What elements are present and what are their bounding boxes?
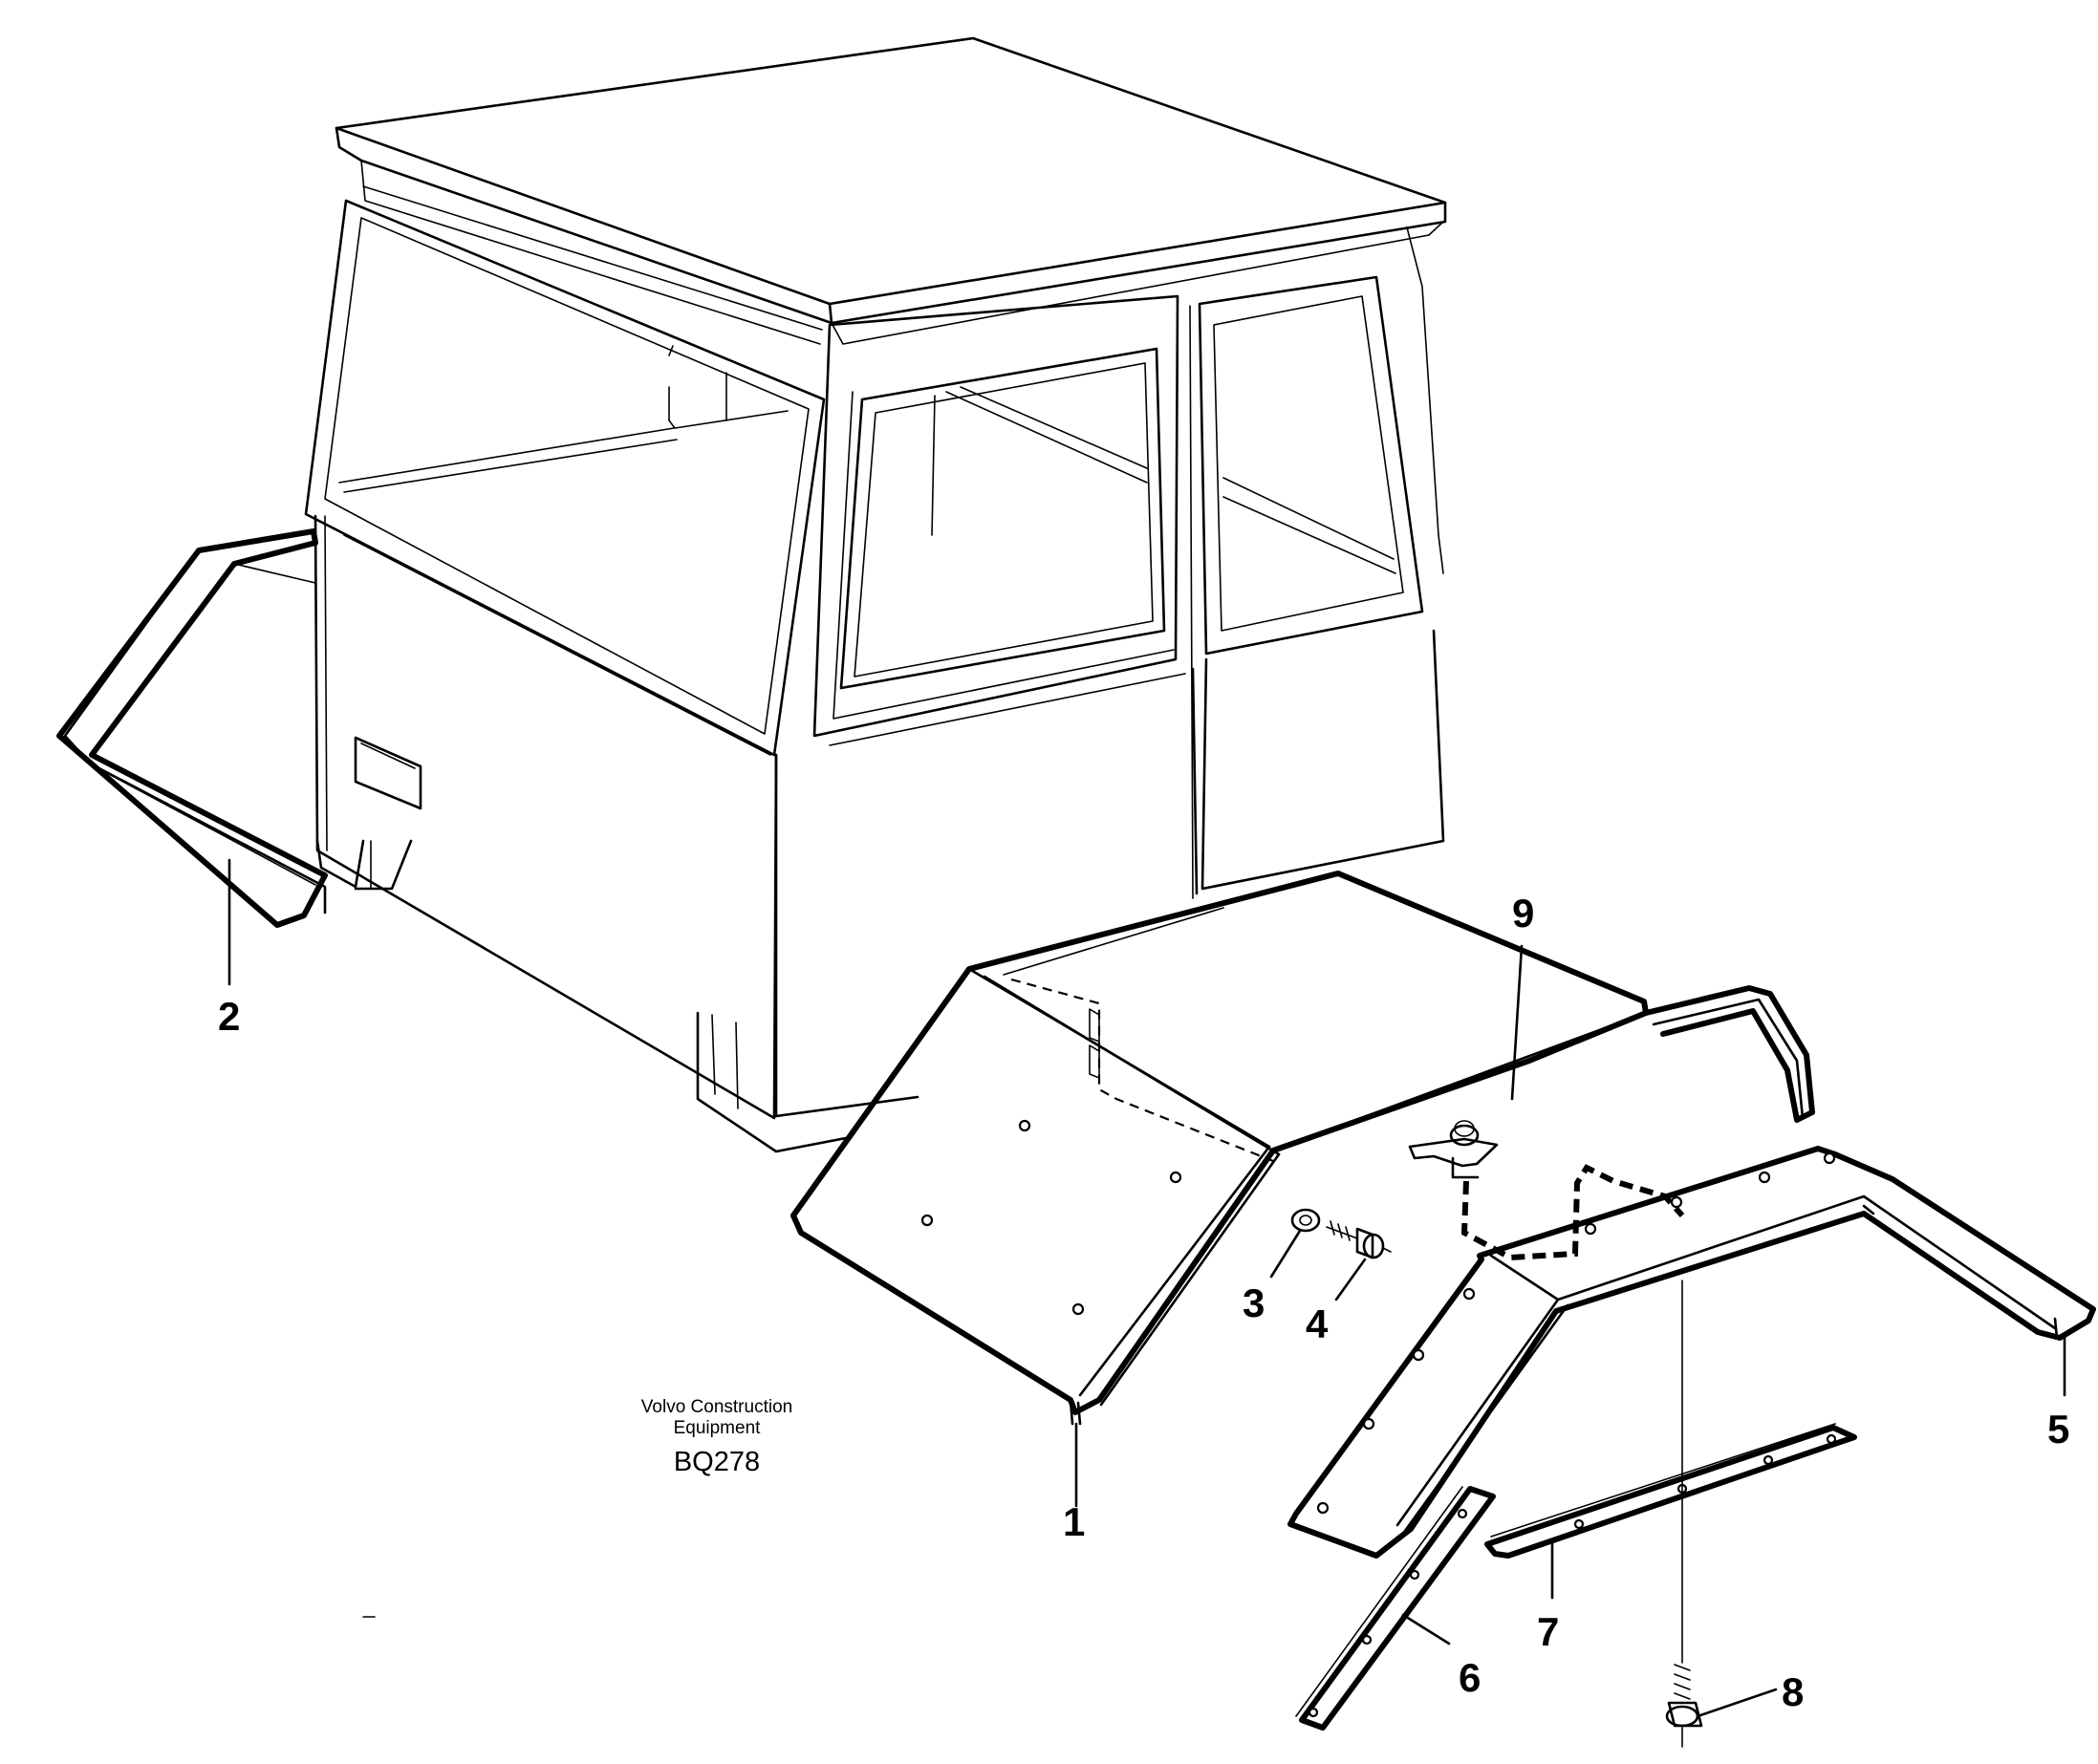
part-label-5: 5 <box>2047 1407 2069 1452</box>
part-label-3: 3 <box>1243 1280 1265 1325</box>
clamp-9 <box>1408 1120 1685 1261</box>
centre-fender <box>790 871 1649 1426</box>
leader-lines <box>227 858 2066 1718</box>
left-fender <box>56 528 328 928</box>
strip-6 <box>1295 1486 1496 1731</box>
part-label-2: 2 <box>218 994 240 1039</box>
strip-7 <box>1484 1423 1857 1559</box>
bolt-8 <box>1665 1280 1703 1748</box>
part-label-4: 4 <box>1306 1301 1329 1346</box>
part-label-6: 6 <box>1459 1655 1481 1700</box>
part-label-1: 1 <box>1063 1499 1085 1544</box>
caption-company-suffix: Equipment <box>673 1418 761 1438</box>
part-label-9: 9 <box>1512 891 1534 936</box>
drawing-caption: Volvo Construction Equipment BQ278 <box>573 1397 860 1481</box>
part-labels: 1 2 3 4 5 6 7 8 9 <box>218 891 2069 1714</box>
part-label-8: 8 <box>1782 1669 1804 1714</box>
washer-3 <box>1290 1208 1321 1233</box>
bolt-4 <box>1326 1220 1392 1259</box>
caption-company: Volvo Construction <box>640 1397 793 1417</box>
right-fender <box>1287 1146 2096 1559</box>
cab <box>304 36 1447 1153</box>
part-label-7: 7 <box>1537 1609 1559 1654</box>
drawing-code: BQ278 <box>673 1447 761 1477</box>
grab-rail <box>1643 985 1815 1123</box>
